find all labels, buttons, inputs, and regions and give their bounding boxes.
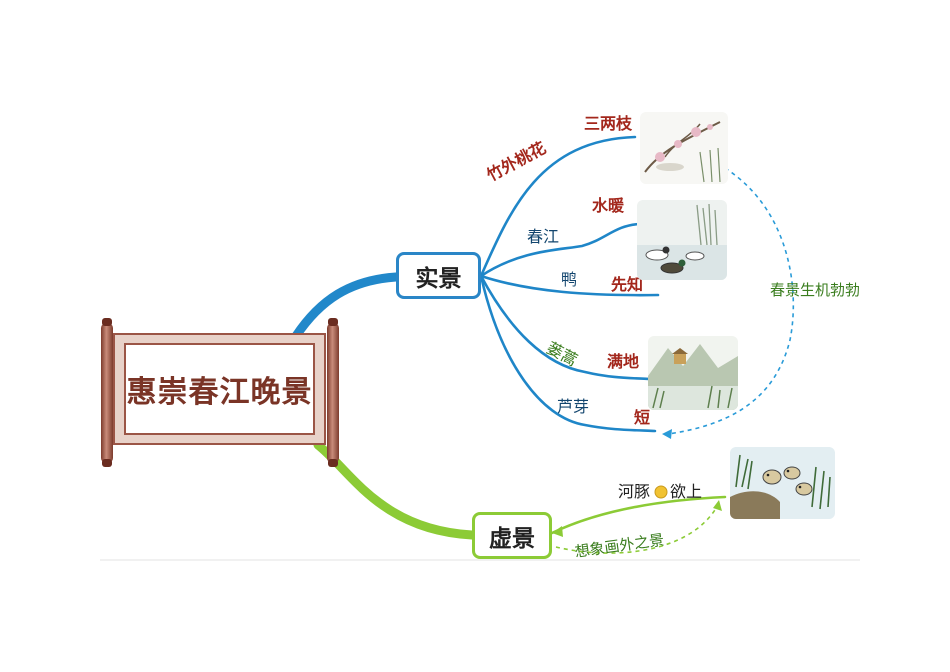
- scroll-knob: [102, 318, 112, 326]
- virtual-scene-label: 虚景: [489, 525, 535, 552]
- branch-name-3: 鸭: [561, 270, 578, 289]
- title-scroll: 惠崇春江晚景: [113, 333, 326, 445]
- branch-detail-2: 水暖: [592, 196, 625, 215]
- trunk-real: [291, 272, 401, 341]
- real-summary-arrow: [662, 429, 672, 439]
- scroll-rod-right: [327, 323, 339, 463]
- branch-line-4: [479, 274, 652, 381]
- virtual-branch-detail: 欲上: [670, 482, 703, 501]
- trunk-virtual: [313, 440, 477, 540]
- virtual-branch-name: 河豚: [618, 482, 651, 501]
- branch-name-5: 芦芽: [557, 397, 590, 416]
- scroll-knob: [328, 459, 338, 467]
- real-summary-arc: [667, 167, 795, 435]
- virtual-summary-arc: [555, 504, 719, 554]
- title-scroll-inner: 惠崇春江晚景: [124, 343, 315, 435]
- scroll-knob: [328, 318, 338, 326]
- pufferfish-image: [730, 447, 835, 519]
- branch-detail-4: 满地: [607, 352, 640, 371]
- branch-line-1: [479, 135, 637, 278]
- branch-line-3: [479, 274, 660, 297]
- branch-detail-5: 短: [634, 408, 651, 427]
- ducks-river-image: [637, 200, 727, 280]
- real-scene-node: 实景: [396, 252, 481, 299]
- virtual-scene-node: 虚景: [472, 512, 552, 559]
- pufferfish-dot-icon: [654, 485, 668, 499]
- real-scene-label: 实景: [415, 265, 462, 292]
- branch-line-virtual: [550, 495, 727, 535]
- branch-line-2: [479, 222, 642, 278]
- scroll-knob: [102, 459, 112, 467]
- branch-detail-1: 三两枝: [584, 114, 633, 133]
- ground-line: [100, 559, 860, 561]
- scroll-rod-left: [101, 323, 113, 463]
- artemisia-image: [648, 336, 738, 410]
- peach-blossom-image: [640, 112, 728, 184]
- poem-title: 惠崇春江晚景: [126, 375, 313, 410]
- branch-line-5: [479, 274, 657, 433]
- branch-name-2: 春江: [527, 227, 560, 246]
- real-summary: 春景生机勃勃: [770, 281, 861, 299]
- branch-detail-3: 先知: [611, 275, 644, 294]
- virtual-summary-arrow: [713, 500, 722, 511]
- virtual-branch-arrow: [552, 526, 563, 537]
